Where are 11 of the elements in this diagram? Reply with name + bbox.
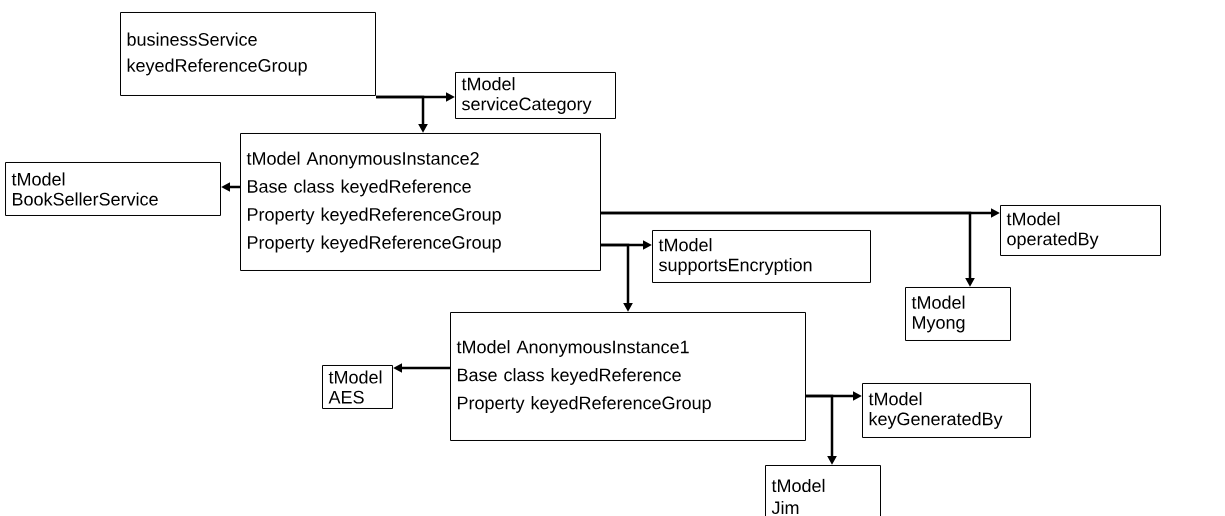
class-box: tModel operatedBy xyxy=(1000,205,1161,256)
class-box: tModel serviceCategory xyxy=(455,72,616,119)
class-box: tModel AnonymousInstance1 Base class keyedReference Property keyedReferenceGroup xyxy=(450,312,806,441)
class-box: businessService keyedReferenceGroup xyxy=(120,12,376,96)
class-box: tModel keyGeneratedBy xyxy=(862,383,1031,438)
class-box: tModel Myong xyxy=(905,287,1011,341)
class-box: tModel AES xyxy=(322,365,393,409)
class-box: tModel BookSellerService xyxy=(5,162,221,216)
class-box: tModel supportsEncryption xyxy=(652,230,871,283)
class-box: tModel AnonymousInstance2 Base class keyedReference Property keyedReferenceGroup Property keyedReferenceGroup xyxy=(240,133,601,271)
class-box: tModel Jim xyxy=(765,465,881,516)
